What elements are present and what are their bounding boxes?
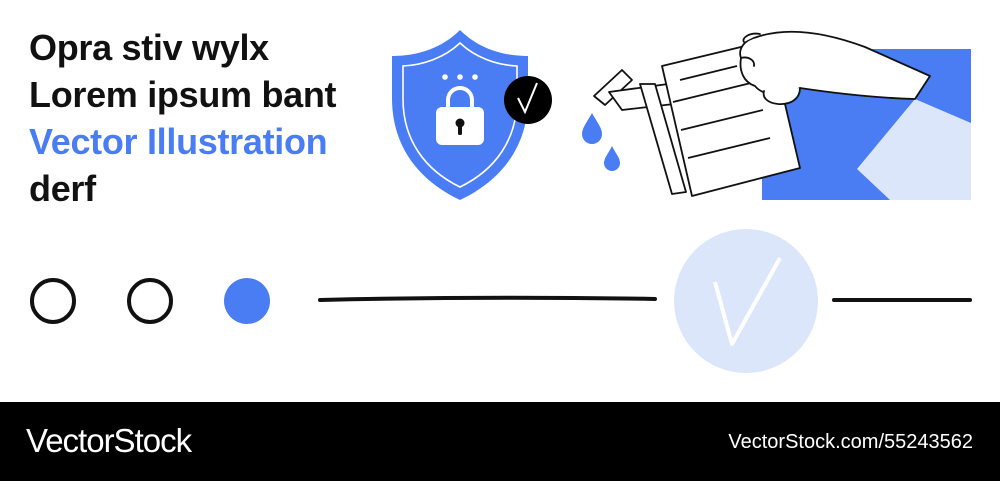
- headline-line-1: Opra stiv wylx: [29, 27, 269, 68]
- step-empty: [127, 278, 173, 324]
- progress-steps: [30, 278, 270, 324]
- watering-can-icon: [593, 69, 687, 195]
- illustration: [30, 30, 972, 373]
- progress-line: [318, 295, 657, 302]
- headline-line-4: derf: [29, 168, 96, 209]
- step-empty: [30, 278, 76, 324]
- checkmark-badge-icon: [504, 76, 552, 124]
- large-check-circle-icon: [674, 229, 818, 373]
- shield-lock-icon: [392, 30, 528, 200]
- step-filled: [224, 278, 270, 324]
- water-drop-icon: [582, 113, 620, 171]
- headline-line-3: Vector Illustration: [29, 121, 328, 162]
- stock-url: VectorStock.com/55243562: [728, 431, 973, 453]
- brand-logo: VectorStock: [26, 422, 192, 459]
- headline-line-2: Lorem ipsum bant: [29, 74, 337, 115]
- hand-icon: [739, 30, 931, 105]
- footer-bar: VectorStock VectorStock.com/55243562: [0, 402, 1000, 481]
- headline: Opra stiv wylx Lorem ipsum bant Vector I…: [29, 24, 337, 212]
